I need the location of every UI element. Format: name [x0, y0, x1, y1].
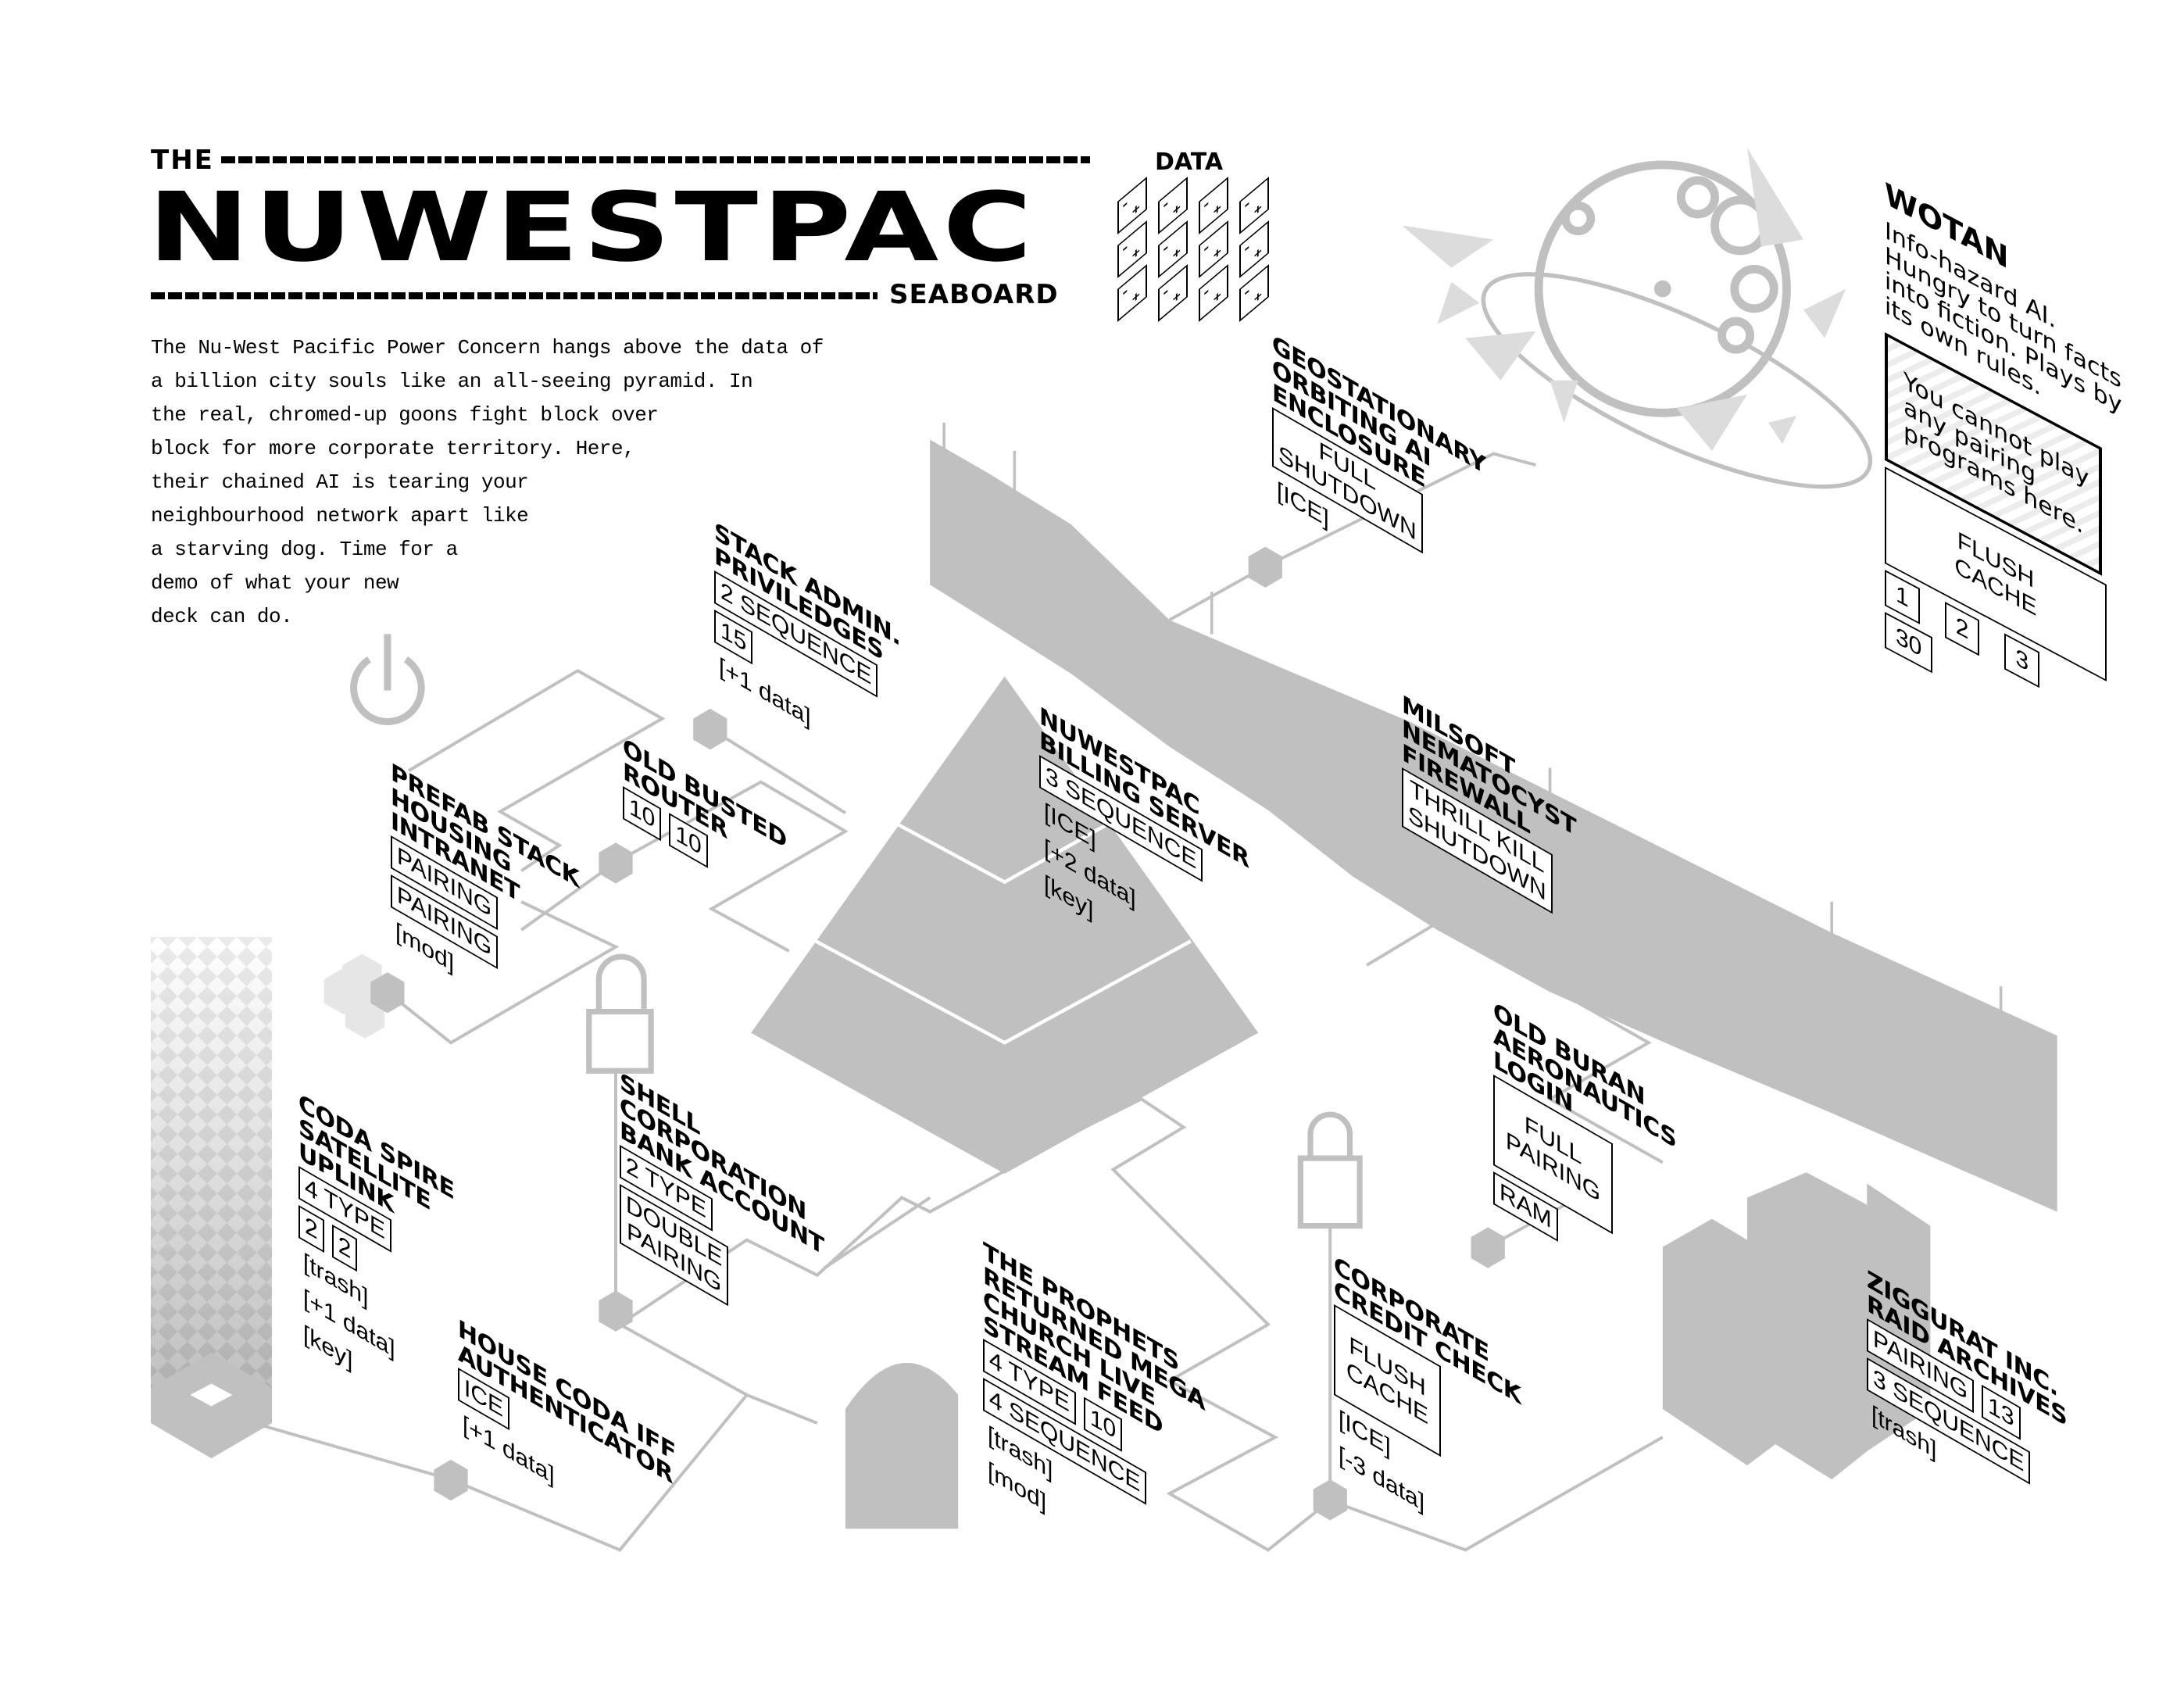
node-requirement-box[interactable]: 2 — [298, 1205, 324, 1253]
plus-icon: + — [1214, 285, 1221, 307]
minus-icon: - — [1243, 193, 1251, 215]
plus-icon: + — [1254, 198, 1262, 220]
logo-title: NUWESTPAC — [148, 172, 1037, 283]
plus-icon: + — [1132, 198, 1140, 220]
minus-icon: - — [1162, 237, 1170, 259]
lock-icon — [586, 953, 654, 1074]
data-track-label: DATA — [1155, 148, 1224, 176]
minus-icon: - — [1162, 193, 1170, 215]
game-logo: THE NUWESTPAC SEABOARD — [148, 145, 1104, 313]
minus-icon: - — [1203, 193, 1210, 215]
intro-line: demo of what your new — [151, 571, 399, 595]
logo-divider — [221, 156, 1090, 163]
minus-icon: - — [1203, 281, 1210, 302]
plus-icon: + — [1132, 241, 1140, 263]
minus-icon: - — [1203, 237, 1210, 259]
plus-icon: + — [1173, 285, 1181, 307]
logo-subtitle: SEABOARD — [889, 279, 1059, 310]
plus-icon: + — [1214, 198, 1221, 220]
power-icon — [350, 634, 425, 725]
minus-icon: - — [1162, 281, 1170, 302]
lock-icon — [1297, 1111, 1363, 1229]
minus-icon: - — [1243, 237, 1251, 259]
intro-text: The Nu-West Pacific Power Concern hangs … — [151, 331, 824, 634]
plus-icon: + — [1254, 241, 1262, 263]
plus-icon: + — [1173, 198, 1181, 220]
archway-icon — [845, 1362, 959, 1529]
intro-line: neighbourhood network apart like — [151, 504, 529, 528]
logo-divider — [151, 292, 878, 299]
intro-line: a starving dog. Time for a — [151, 538, 458, 561]
node-requirement-box[interactable]: 2 — [331, 1224, 358, 1272]
node-markers — [323, 546, 1505, 1521]
logo-the: THE — [151, 145, 214, 176]
intro-line: a billion city souls like an all-seeing … — [151, 370, 753, 393]
minus-icon: - — [1121, 281, 1129, 302]
plus-icon: + — [1132, 285, 1140, 307]
intro-line: the real, chromed-up goons fight block o… — [151, 403, 659, 427]
ziggurat-hexagon-cluster — [1662, 1172, 1931, 1480]
minus-icon: - — [1243, 281, 1251, 302]
minus-icon: - — [1121, 193, 1129, 215]
plus-icon: + — [1173, 241, 1181, 263]
nuwestpac-pyramid — [751, 676, 1259, 1174]
coda-spire-tower — [150, 936, 273, 1459]
intro-line: their chained AI is tearing your — [151, 470, 529, 494]
intro-line: The Nu-West Pacific Power Concern hangs … — [151, 336, 824, 359]
intro-line: block for more corporate territory. Here… — [151, 437, 635, 460]
intro-line: deck can do. — [151, 605, 293, 628]
plus-icon: + — [1254, 285, 1262, 307]
orbiting-ai-sphere — [1402, 148, 1873, 489]
minus-icon: - — [1121, 237, 1129, 259]
plus-icon: + — [1214, 241, 1221, 263]
